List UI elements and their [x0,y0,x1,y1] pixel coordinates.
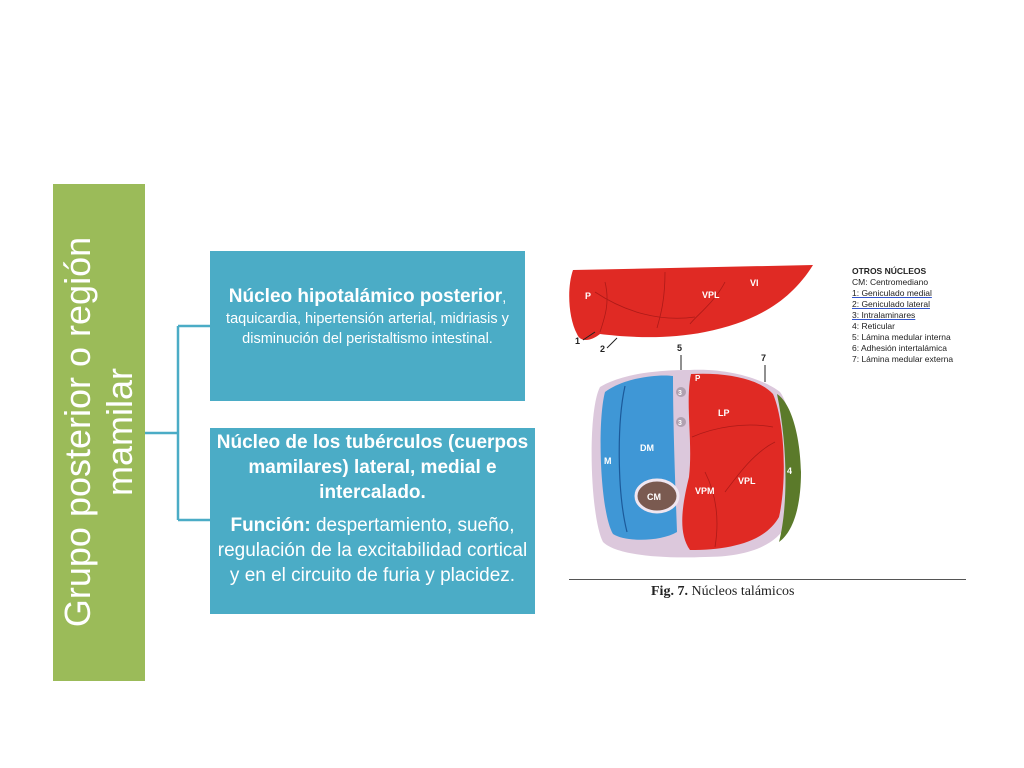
thalamus-top-view [569,265,813,340]
label-vl: VI [750,278,759,288]
label-vpl: VPL [738,476,756,486]
posterior-hypothalamic-nucleus-box: Núcleo hipotalámico posterior, taquicard… [210,251,525,401]
bracket-connector [145,324,213,522]
box1-body: taquicardia, hipertensión arterial, midr… [226,311,509,347]
legend-item: CM: Centromediano [852,277,929,287]
legend-item: 6: Adhesión intertalámica [852,343,947,353]
label-7: 7 [761,353,766,363]
label-vpm: VPM [695,486,715,496]
legend-item: 3: Intralaminares [852,310,916,320]
nucleus-reticular-green [777,394,801,542]
legend-item: 5: Lámina medular interna [852,332,951,342]
box2-function: Función: despertamiento, sueño, regulaci… [214,513,531,588]
thalamic-nuclei-figure: P VPL VI 1 2 5 7 3 3 P LP DM M VPL VPM C… [565,262,975,607]
thalamus-illustration: P VPL VI 1 2 5 7 3 3 P LP DM M VPL VPM C… [569,265,813,558]
label-5: 5 [677,343,682,353]
figure-caption: Fig. 7. Núcleos talámicos [651,584,794,600]
box1-title: Núcleo hipotalámico posterior [228,286,503,307]
label-3a: 3 [678,390,682,397]
nucleus-dm-m-blue [600,375,677,540]
caption-label: Fig. 7. [651,584,688,599]
label-p-top: P [585,291,591,301]
mammillary-nucleus-box: Núcleo de los tubérculos (cuerpos mamila… [210,428,535,614]
figure-legend: OTROS NÚCLEOS CM: Centromediano 1: Genic… [852,266,953,365]
label-p-small: P [695,374,701,383]
label-vpl-top: VPL [702,290,720,300]
label-4: 4 [787,466,792,476]
label-lp: LP [718,408,730,418]
legend-item: 7: Lámina medular externa [852,354,954,364]
nucleus-lp-vpl-red [682,373,784,550]
legend-item: 1: Geniculado medial [852,288,932,298]
label-1: 1 [575,336,580,346]
legend-item: 2: Geniculado lateral [852,299,930,309]
caption-divider [569,579,966,580]
nucleus-cm-brown [634,478,680,514]
label-cm: CM [647,492,661,502]
box2-title: Núcleo de los tubérculos (cuerpos mamila… [216,432,529,503]
box2-function-label: Función: [230,515,311,536]
sidebar-title: Grupo posterior o región mamilar [57,236,140,628]
label-2: 2 [600,344,605,354]
label-m: M [604,456,612,466]
box1-title-suffix: , [502,290,507,306]
label-3b: 3 [678,420,682,427]
caption-text: Núcleos talámicos [687,584,795,599]
box2-function-text: despertamiento, sueño, regulación de la … [217,515,528,586]
label-dm: DM [640,443,654,453]
legend-title: OTROS NÚCLEOS [852,266,927,276]
sidebar-title-bar: Grupo posterior o región mamilar [53,184,145,681]
legend-item: 4: Reticular [852,321,895,331]
